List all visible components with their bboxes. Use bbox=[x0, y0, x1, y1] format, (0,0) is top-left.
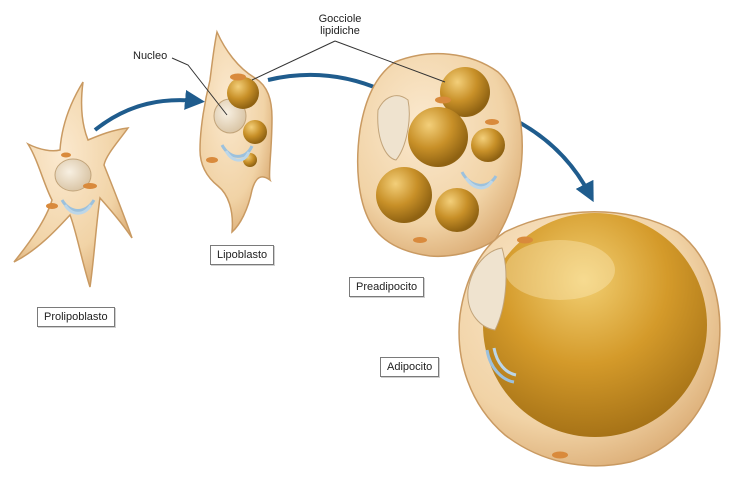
lipid-droplets-callout-line2: lipidiche bbox=[320, 25, 360, 37]
mitochondrion-icon bbox=[485, 119, 499, 125]
lipid-droplet bbox=[408, 107, 468, 167]
mitochondrion-icon bbox=[206, 157, 218, 163]
mitochondrion-icon bbox=[517, 236, 533, 244]
preadipocyte-cell bbox=[356, 53, 523, 258]
stage-label-preadipocyte: Preadipocito bbox=[349, 277, 425, 297]
mitochondrion-icon bbox=[413, 237, 427, 243]
lipid-droplet bbox=[243, 120, 267, 144]
lipid-droplet bbox=[471, 128, 505, 162]
golgi-icon bbox=[485, 347, 517, 384]
arrow-icon bbox=[267, 72, 396, 97]
stage-label-lipoblast: Lipoblasto bbox=[210, 245, 275, 265]
lipid-droplet bbox=[227, 77, 259, 109]
lipid-droplets-callout: Gocciole lipidiche bbox=[310, 13, 370, 37]
nucleus-callout: Nucleo bbox=[133, 50, 168, 62]
arrow-icon bbox=[93, 89, 205, 132]
adipocyte-cell bbox=[458, 211, 721, 467]
lipid-droplet bbox=[376, 167, 432, 223]
lipid-droplets-callout-line1: Gocciole bbox=[318, 13, 362, 25]
mitochondrion-icon bbox=[552, 451, 568, 459]
golgi-icon bbox=[60, 199, 96, 215]
mitochondrion-icon bbox=[230, 73, 246, 81]
golgi-icon bbox=[460, 171, 498, 190]
prolipoblast-cell bbox=[13, 81, 133, 288]
mitochondrion-icon bbox=[83, 183, 97, 189]
lipoblast-cell bbox=[199, 29, 273, 234]
arrow-icon bbox=[510, 116, 594, 203]
lipid-droplet bbox=[483, 213, 707, 437]
mitochondrion-icon bbox=[46, 203, 58, 209]
lipid-droplet bbox=[435, 188, 479, 232]
mitochondrion-icon bbox=[61, 152, 71, 158]
golgi-icon bbox=[220, 144, 254, 162]
callout-lines bbox=[171, 40, 446, 116]
mitochondrion-icon bbox=[435, 96, 451, 104]
stage-label-prolipoblast: Prolipoblasto bbox=[37, 307, 115, 327]
stage-label-adipocyte: Adipocito bbox=[380, 357, 440, 377]
lipid-droplet bbox=[440, 67, 490, 117]
